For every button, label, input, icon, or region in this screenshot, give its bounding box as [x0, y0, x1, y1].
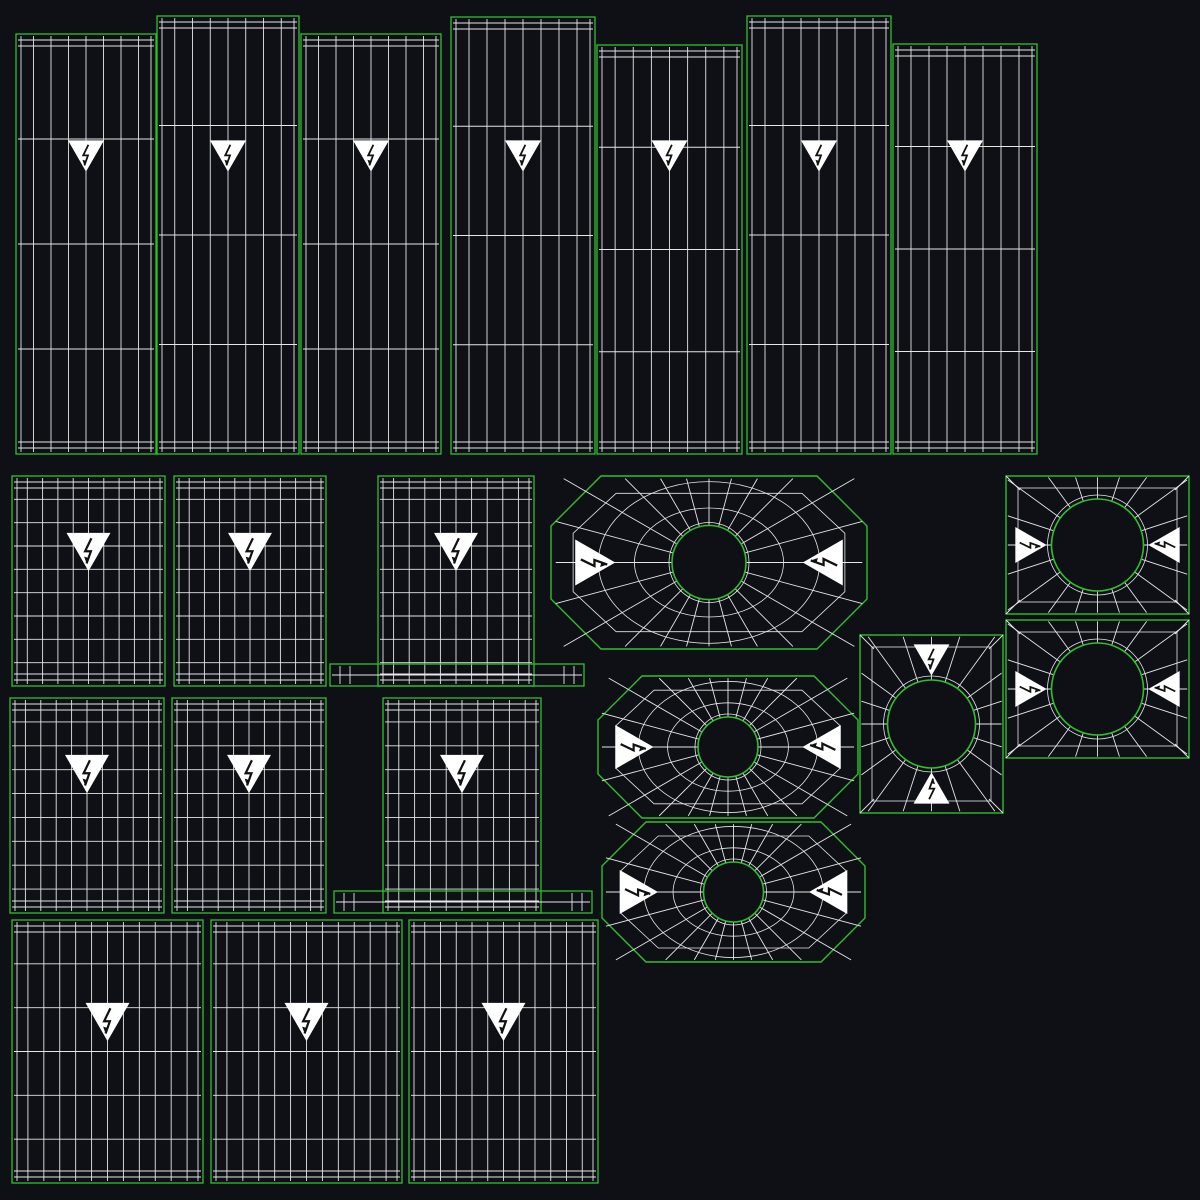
uv-panel-island — [15, 33, 157, 455]
uv-square-island — [1005, 619, 1190, 759]
high-voltage-warning-icon — [434, 532, 478, 572]
uv-panel-island — [156, 15, 300, 455]
high-voltage-warning-icon — [228, 532, 272, 572]
high-voltage-warning-icon — [284, 1002, 329, 1042]
high-voltage-warning-icon — [227, 754, 271, 794]
high-voltage-warning-icon — [1148, 527, 1180, 563]
high-voltage-warning-icon — [68, 140, 104, 172]
uv-panel-island — [210, 919, 403, 1184]
uv-panel-island — [300, 33, 442, 455]
uv-panel-island — [173, 475, 327, 687]
high-voltage-warning-icon — [440, 754, 484, 794]
high-voltage-warning-icon — [947, 140, 983, 172]
high-voltage-warning-icon — [619, 870, 658, 914]
high-voltage-warning-icon — [66, 532, 111, 572]
uv-panel-island — [892, 43, 1038, 455]
uv-octagon-island — [597, 675, 859, 819]
high-voltage-warning-icon — [505, 140, 541, 172]
uv-flange-island — [329, 663, 585, 687]
uv-panel-island — [450, 16, 596, 455]
high-voltage-warning-icon — [353, 140, 389, 172]
high-voltage-warning-icon — [615, 725, 654, 769]
high-voltage-warning-icon — [651, 140, 688, 172]
uv-octagon-island — [550, 475, 868, 650]
high-voltage-warning-icon — [85, 1002, 130, 1042]
high-voltage-warning-icon — [481, 1002, 526, 1042]
high-voltage-warning-icon — [913, 772, 950, 804]
uv-islands — [9, 15, 1190, 1184]
high-voltage-warning-icon — [801, 140, 837, 172]
high-voltage-warning-icon — [575, 539, 616, 586]
uv-panel-island — [408, 919, 599, 1184]
high-voltage-warning-icon — [1015, 527, 1047, 563]
uv-square-island — [859, 634, 1004, 814]
uv-panel-island — [746, 15, 892, 455]
uv-panel-island — [382, 697, 542, 914]
uv-panel-island — [11, 919, 204, 1184]
high-voltage-warning-icon — [913, 644, 950, 676]
high-voltage-warning-icon — [210, 140, 246, 172]
high-voltage-warning-icon — [802, 725, 841, 769]
high-voltage-warning-icon — [802, 539, 843, 586]
uv-flange-island — [333, 890, 593, 914]
uv-panel-island — [9, 697, 165, 914]
uv-panel-island — [171, 697, 327, 914]
high-voltage-warning-icon — [65, 754, 109, 794]
high-voltage-warning-icon — [1015, 671, 1047, 707]
high-voltage-warning-icon — [1148, 671, 1180, 707]
uv-square-island — [1005, 475, 1190, 615]
uv-panel-island — [596, 44, 743, 455]
high-voltage-warning-icon — [809, 870, 848, 914]
uv-panel-island — [11, 475, 166, 687]
uv-octagon-island — [601, 821, 866, 963]
uv-panel-island — [377, 475, 535, 687]
